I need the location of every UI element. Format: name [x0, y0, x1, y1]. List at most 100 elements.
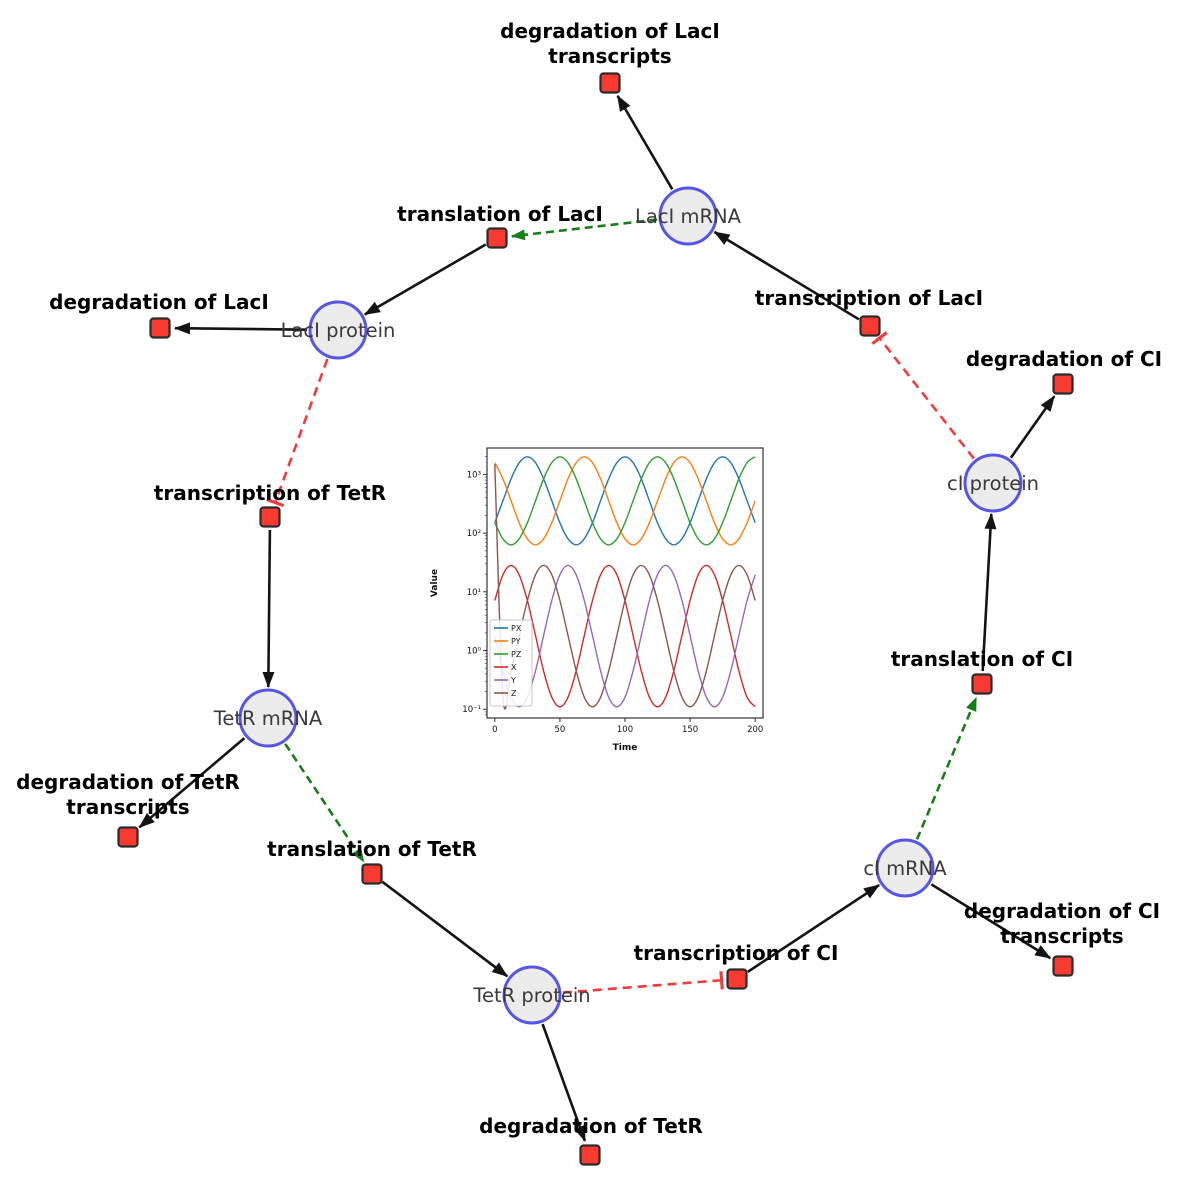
- legend-label-X: X: [511, 663, 517, 672]
- reaction-square-icon: [1052, 955, 1074, 977]
- series-line-Z: [494, 464, 756, 710]
- species-label-ci_protein: cI protein: [947, 472, 1039, 495]
- reaction-node-tc_laci: [859, 315, 881, 337]
- edge-reactant-tetr_protein-to-deg_tetr: [541, 1023, 587, 1142]
- species-node-tetr_protein: [502, 965, 562, 1025]
- species-node-laci_protein: [308, 300, 368, 360]
- reaction-label-tc_ci: transcription of CI: [634, 941, 839, 965]
- edge-modifier-laci_mrna-to-tl_laci: [510, 218, 658, 241]
- species-node-ci_protein: [963, 453, 1023, 513]
- reaction-node-deg_ci_tx: [1052, 955, 1074, 977]
- edge-product-tc_tetr-to-tetr_mrna: [262, 529, 275, 688]
- reaction-node-deg_tetr: [579, 1144, 601, 1166]
- reaction-node-tc_ci: [726, 968, 748, 990]
- series-line-Y: [494, 564, 756, 708]
- edge-modifier-tetr_mrna-to-tl_tetr: [284, 743, 365, 863]
- y-tick-label: 10³: [467, 470, 481, 480]
- y-tick-label: 10⁰: [467, 647, 482, 657]
- reaction-label-tl_tetr: translation of TetR: [267, 837, 477, 861]
- edge-product-tl_laci-to-laci_protein: [363, 243, 487, 316]
- reaction-square-icon: [361, 863, 383, 885]
- reaction-square-icon: [579, 1144, 601, 1166]
- x-tick-label: 150: [682, 725, 698, 735]
- legend-label-Z: Z: [511, 689, 517, 698]
- species-node-laci_mrna: [658, 186, 718, 246]
- reaction-square-icon: [117, 826, 139, 848]
- species-node-ci_mrna: [875, 838, 935, 898]
- reaction-node-tl_laci: [486, 227, 508, 249]
- edge-product-tc_ci-to-ci_mrna: [747, 884, 880, 973]
- edge-inhibitor-tetr_protein-to-tc_ci: [562, 971, 724, 994]
- reaction-node-tc_tetr: [259, 506, 281, 528]
- species-label-laci_mrna: LacI mRNA: [635, 205, 742, 228]
- reaction-square-icon: [726, 968, 748, 990]
- y-tick-label: 10¹: [467, 588, 481, 598]
- reaction-label-deg_ci: degradation of CI: [966, 347, 1162, 371]
- species-circle-icon: [308, 300, 368, 360]
- reaction-label-tc_tetr: transcription of TetR: [154, 481, 386, 505]
- reaction-node-deg_ci: [1052, 373, 1074, 395]
- species-circle-icon: [963, 453, 1023, 513]
- reaction-node-deg_laci_tx: [599, 72, 621, 94]
- reaction-square-icon: [259, 506, 281, 528]
- reaction-label-deg_laci: degradation of LacI: [49, 290, 269, 314]
- reaction-node-tl_ci: [971, 673, 993, 695]
- edge-inhibitor-ci_protein-to-tc_laci: [871, 331, 975, 460]
- chart-legend: PX PY PZ XYZ: [489, 619, 533, 707]
- series-line-X: [494, 564, 756, 708]
- edge-reactant-ci_protein-to-deg_ci: [1009, 395, 1056, 459]
- edge-modifier-ci_mrna-to-tl_ci: [915, 696, 978, 840]
- legend-label-PY: PY: [511, 637, 521, 646]
- y-tick-label: 10²: [467, 529, 481, 539]
- reaction-label-tc_laci: transcription of LacI: [755, 286, 983, 310]
- series-line-PY: [494, 456, 756, 546]
- species-node-tetr_mrna: [238, 688, 298, 748]
- legend-label-PX: PX: [511, 624, 522, 633]
- edge-product-tc_laci-to-laci_mrna: [713, 230, 860, 321]
- reaction-square-icon: [1052, 373, 1074, 395]
- reaction-node-deg_tetr_tx: [117, 826, 139, 848]
- species-label-laci_protein: LacI protein: [281, 319, 396, 342]
- edge-inhibitor-laci_protein-to-tc_tetr: [266, 358, 329, 508]
- reaction-square-icon: [486, 227, 508, 249]
- species-label-tetr_protein: TetR protein: [472, 984, 590, 1007]
- edge-product-tl_tetr-to-tetr_protein: [381, 880, 509, 978]
- time-series-inset: Time Value 10⁻¹ 10⁰ 10¹ 10² 10³ 0 50 100 150 200 P…: [423, 436, 771, 758]
- reaction-label-tl_ci: translation of CI: [891, 647, 1073, 671]
- reaction-square-icon: [599, 72, 621, 94]
- species-circle-icon: [875, 838, 935, 898]
- reaction-square-icon: [859, 315, 881, 337]
- species-label-tetr_mrna: TetR mRNA: [213, 707, 323, 730]
- reaction-node-deg_laci: [149, 317, 171, 339]
- edge-reactant-laci_mrna-to-deg_laci_tx: [616, 95, 674, 190]
- x-tick-label: 0: [492, 725, 497, 735]
- edge-product-tl_ci-to-ci_protein: [981, 513, 997, 672]
- legend-label-PZ: PZ: [511, 650, 522, 659]
- x-tick-label: 200: [747, 725, 763, 735]
- reaction-square-icon: [149, 317, 171, 339]
- reaction-label-deg_tetr: degradation of TetR: [479, 1114, 703, 1138]
- series-line-PZ: [494, 456, 756, 546]
- y-tick-label: 10⁻¹: [462, 705, 481, 715]
- edge-reactant-ci_mrna-to-deg_ci_tx: [930, 883, 1052, 960]
- time-series-chart: Time Value 10⁻¹ 10⁰ 10¹ 10² 10³ 0 50 100 150 200 P…: [430, 447, 764, 753]
- series-line-PX: [494, 456, 756, 546]
- chart-ylabel: Value: [430, 569, 440, 597]
- species-circle-icon: [502, 965, 562, 1025]
- reaction-label-tl_laci: translation of LacI: [397, 202, 603, 226]
- legend-label-Y: Y: [510, 676, 516, 685]
- chart-xlabel: Time: [613, 743, 638, 753]
- species-circle-icon: [658, 186, 718, 246]
- species-label-ci_mrna: cI mRNA: [863, 857, 947, 880]
- x-tick-label: 50: [554, 725, 565, 735]
- reaction-square-icon: [971, 673, 993, 695]
- x-tick-label: 100: [617, 725, 633, 735]
- edge-reactant-tetr_mrna-to-deg_tetr_tx: [138, 737, 246, 829]
- reaction-node-tl_tetr: [361, 863, 383, 885]
- species-circle-icon: [238, 688, 298, 748]
